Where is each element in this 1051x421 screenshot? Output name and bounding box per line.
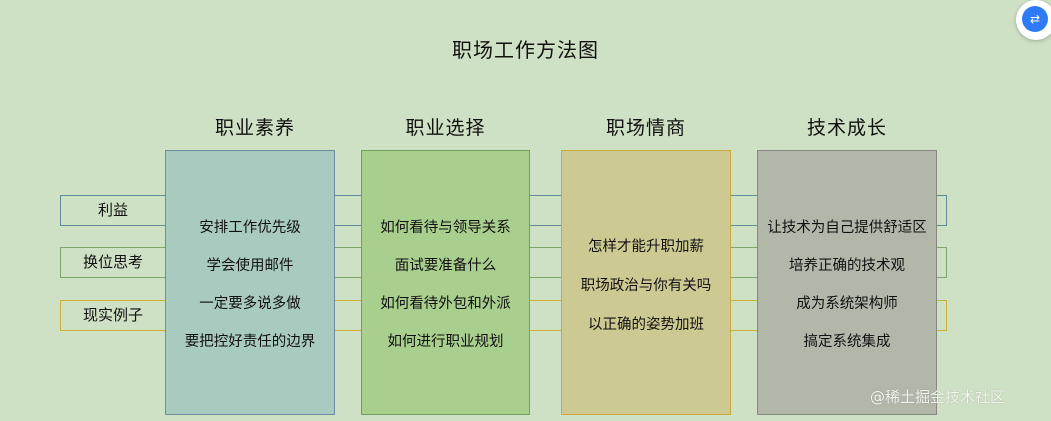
column-box-career-choice [361,150,530,415]
column-item: 搞定系统集成 [803,334,891,350]
row-label-benefit: 利益 [97,201,128,219]
column-item: 培养正确的技术观 [789,258,905,274]
column-item: 学会使用邮件 [206,258,294,274]
column-title-career-choice: 职业选择 [405,117,486,139]
translate-icon: ⇄ [1022,6,1048,32]
column-item: 如何进行职业规划 [387,334,504,350]
row-label-empathy: 换位思考 [82,253,143,271]
column-item: 面试要准备什么 [394,258,497,274]
column-item: 如何看待与领导关系 [380,220,511,236]
translate-button[interactable]: ⇄ [1016,0,1051,40]
column-item: 成为系统架构师 [796,296,898,312]
column-box-tech-growth [757,150,937,415]
column-item: 一定要多说多做 [199,296,301,312]
column-title-eq: 职场情商 [605,117,686,139]
column-item: 让技术为自己提供舒适区 [767,220,927,236]
row-label-examples: 现实例子 [82,306,143,324]
watermark: @稀土掘金技术社区 [870,388,1006,406]
column-item: 如何看待外包和外派 [380,296,511,312]
column-box-professionalism [165,150,335,415]
column-box-eq [561,150,731,415]
column-item: 职场政治与你有关吗 [580,278,712,294]
column-item: 要把控好责任的边界 [184,334,316,350]
column-item: 以正确的姿势加班 [588,317,704,333]
diagram-title: 职场工作方法图 [452,38,599,62]
column-item: 怎样才能升职加薪 [588,239,704,255]
column-title-tech-growth: 技术成长 [806,117,887,139]
column-title-professionalism: 职业素养 [214,117,295,139]
column-item: 安排工作优先级 [199,220,301,236]
